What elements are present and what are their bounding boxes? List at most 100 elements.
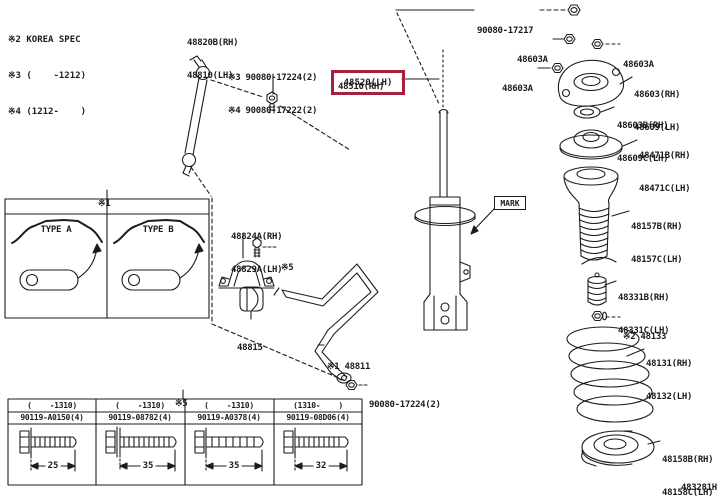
bolt-icon-1	[19, 427, 77, 472]
coil-spring-drawing	[566, 326, 654, 423]
part-number: 48131(RH)	[646, 359, 693, 369]
strut-drawing	[414, 108, 476, 331]
bolt-col-1-length: 25	[45, 461, 61, 471]
label-bumper[interactable]: 48331B(RH) 48331C(LH)	[618, 271, 669, 359]
label-rod-nut[interactable]: 90080-17217	[477, 4, 534, 59]
part-number: 48157B(RH)	[631, 222, 683, 232]
lower-insulator-drawing	[581, 430, 655, 467]
part-number: 48331C(LH)	[618, 326, 670, 336]
spring-seat-nut-icon	[591, 310, 608, 322]
part-number: 48132(LH)	[646, 392, 693, 402]
stabilizer-link-drawing	[181, 55, 211, 177]
part-number: 48158C(LH)	[662, 488, 714, 496]
bolt-icon-2	[105, 426, 177, 472]
date-range: ( -1310)	[115, 401, 165, 410]
bolt-col-3-part[interactable]: 90119-A0378(4)	[197, 413, 261, 423]
bolt-col-4-part[interactable]: 90119-08D06(4)	[286, 413, 350, 423]
part-number: 48471C(LH)	[639, 184, 691, 194]
part-number: 48609(LH)	[634, 123, 681, 133]
part-number: 90119-A0150(4)	[20, 413, 84, 422]
label-spring-seat[interactable]: ※2 48133	[623, 310, 666, 365]
type-a-sketch	[11, 219, 103, 244]
reference-mark: ※5	[175, 399, 188, 409]
bolt-col-1-part[interactable]: 90119-A0150(4)	[20, 413, 84, 423]
reference-mark: ※1	[98, 199, 111, 209]
bolt-icon-4	[283, 427, 349, 472]
support-nut-icon-1	[563, 33, 576, 45]
label-bar-nut[interactable]: 90080-17224(2)	[369, 378, 441, 433]
label-support-nut-2[interactable]: 48603A	[623, 38, 654, 93]
part-number: 48471B(RH)	[639, 151, 691, 161]
bolt-col-4-date: (1310- )	[293, 401, 343, 411]
type-table-grid	[4, 198, 210, 319]
support-seal-drawing	[573, 105, 601, 119]
part-number: 48603(RH)	[634, 90, 681, 100]
part-number: ※3 90080-17224(2)	[228, 73, 318, 83]
date-range: ( -1310)	[27, 401, 77, 410]
label-support-nut-3[interactable]: 48603A	[502, 62, 533, 117]
stabilizer-bar-drawing	[273, 263, 379, 384]
label-upper-insulator[interactable]: 48157B(RH) 48157C(LH)	[631, 200, 682, 288]
bolt-table-ref: ※5	[175, 377, 195, 432]
support-nut-icon-3	[551, 62, 564, 74]
bumper-drawing	[587, 272, 607, 306]
part-number: 48824A(RH)	[231, 232, 283, 242]
mark-label: MARK	[500, 198, 520, 208]
label-support[interactable]: 48603(RH) 48609(LH)	[634, 68, 680, 156]
part-number: 48820B(RH)	[187, 38, 239, 48]
part-number: 48510(RH)	[338, 82, 385, 92]
part-number: ※2 48133	[623, 332, 667, 342]
diagram-code: 483281H	[681, 483, 717, 493]
type-table-ref: ※1	[98, 177, 118, 232]
spring-top-arc	[581, 256, 617, 265]
part-number: 90080-17217	[477, 26, 534, 36]
mark-box: MARK	[494, 196, 526, 210]
part-number: 48603A	[623, 60, 654, 70]
date-range: ( -1310)	[204, 401, 254, 410]
bushing-drawing	[239, 286, 264, 312]
legend-line-3: ※4 (1212- )	[8, 107, 86, 117]
part-number: 48603A	[502, 84, 533, 94]
mark-arrow	[470, 208, 495, 235]
label-upper-seat[interactable]: 48471B(RH) 48471C(LH)	[639, 129, 690, 217]
legend-line-1: ※2 KOREA SPEC	[8, 35, 81, 45]
part-number: 48609C(LH)	[617, 154, 669, 164]
bolt-table-grid	[7, 398, 363, 486]
label-coil-spring[interactable]: 48131(RH) 48132(LH)	[646, 337, 692, 425]
type-b-header: TYPE B	[143, 203, 174, 258]
label-support-seal[interactable]: 48603B(RH) 48609C(LH)	[617, 99, 668, 187]
part-number: 48815	[237, 343, 263, 353]
part-number: 48603A	[517, 55, 548, 65]
support-drawing	[558, 59, 625, 107]
label-bushing[interactable]: 48815	[237, 321, 263, 376]
label-link-nuts[interactable]: ※3 90080-17224(2) ※4 90080-17222(2)	[228, 51, 317, 139]
part-number: 48810(LH)	[187, 71, 234, 81]
part-number: 90119-A0378(4)	[197, 413, 261, 422]
label-support-nut-1[interactable]: 48603A	[517, 33, 548, 88]
part-number: 48829A(LH)	[231, 265, 283, 275]
part-number-highlighted: 48520(LH)	[343, 77, 393, 88]
part-number: 90080-17224(2)	[369, 400, 441, 410]
bolt-col-3-length: 35	[226, 461, 242, 471]
type-a-callout	[19, 243, 102, 291]
rod-nut-icon	[567, 4, 581, 16]
bolt-col-2-part[interactable]: 90119-08782(4)	[108, 413, 172, 423]
upper-seat-drawing	[559, 129, 623, 160]
part-number: 48157C(LH)	[631, 255, 683, 265]
label-stabilizer-bar[interactable]: ※1 48811	[327, 340, 370, 395]
date-range: (1310- )	[293, 401, 343, 410]
bolt-icon-3	[194, 427, 264, 472]
highlighted-part-box[interactable]: 48520(LH)	[331, 70, 405, 95]
label-lower-insulator[interactable]: 48158B(RH) 48158C(LH)	[662, 433, 713, 496]
bolt-col-2-length: 35	[140, 461, 156, 471]
label-shock-rh[interactable]: 48510(RH)	[338, 60, 384, 115]
part-number: 48603B(RH)	[617, 121, 669, 131]
column-header: TYPE B	[142, 225, 174, 235]
label-bracket[interactable]: 48824A(RH) 48829A(LH)	[231, 210, 282, 298]
bracket-bolt-icon	[252, 237, 262, 258]
label-stabilizer-link[interactable]: 48820B(RH) 48810(LH)	[187, 16, 238, 104]
type-a-header: TYPE A	[41, 203, 72, 258]
legend-line-2: ※3 ( -1212)	[8, 71, 86, 81]
